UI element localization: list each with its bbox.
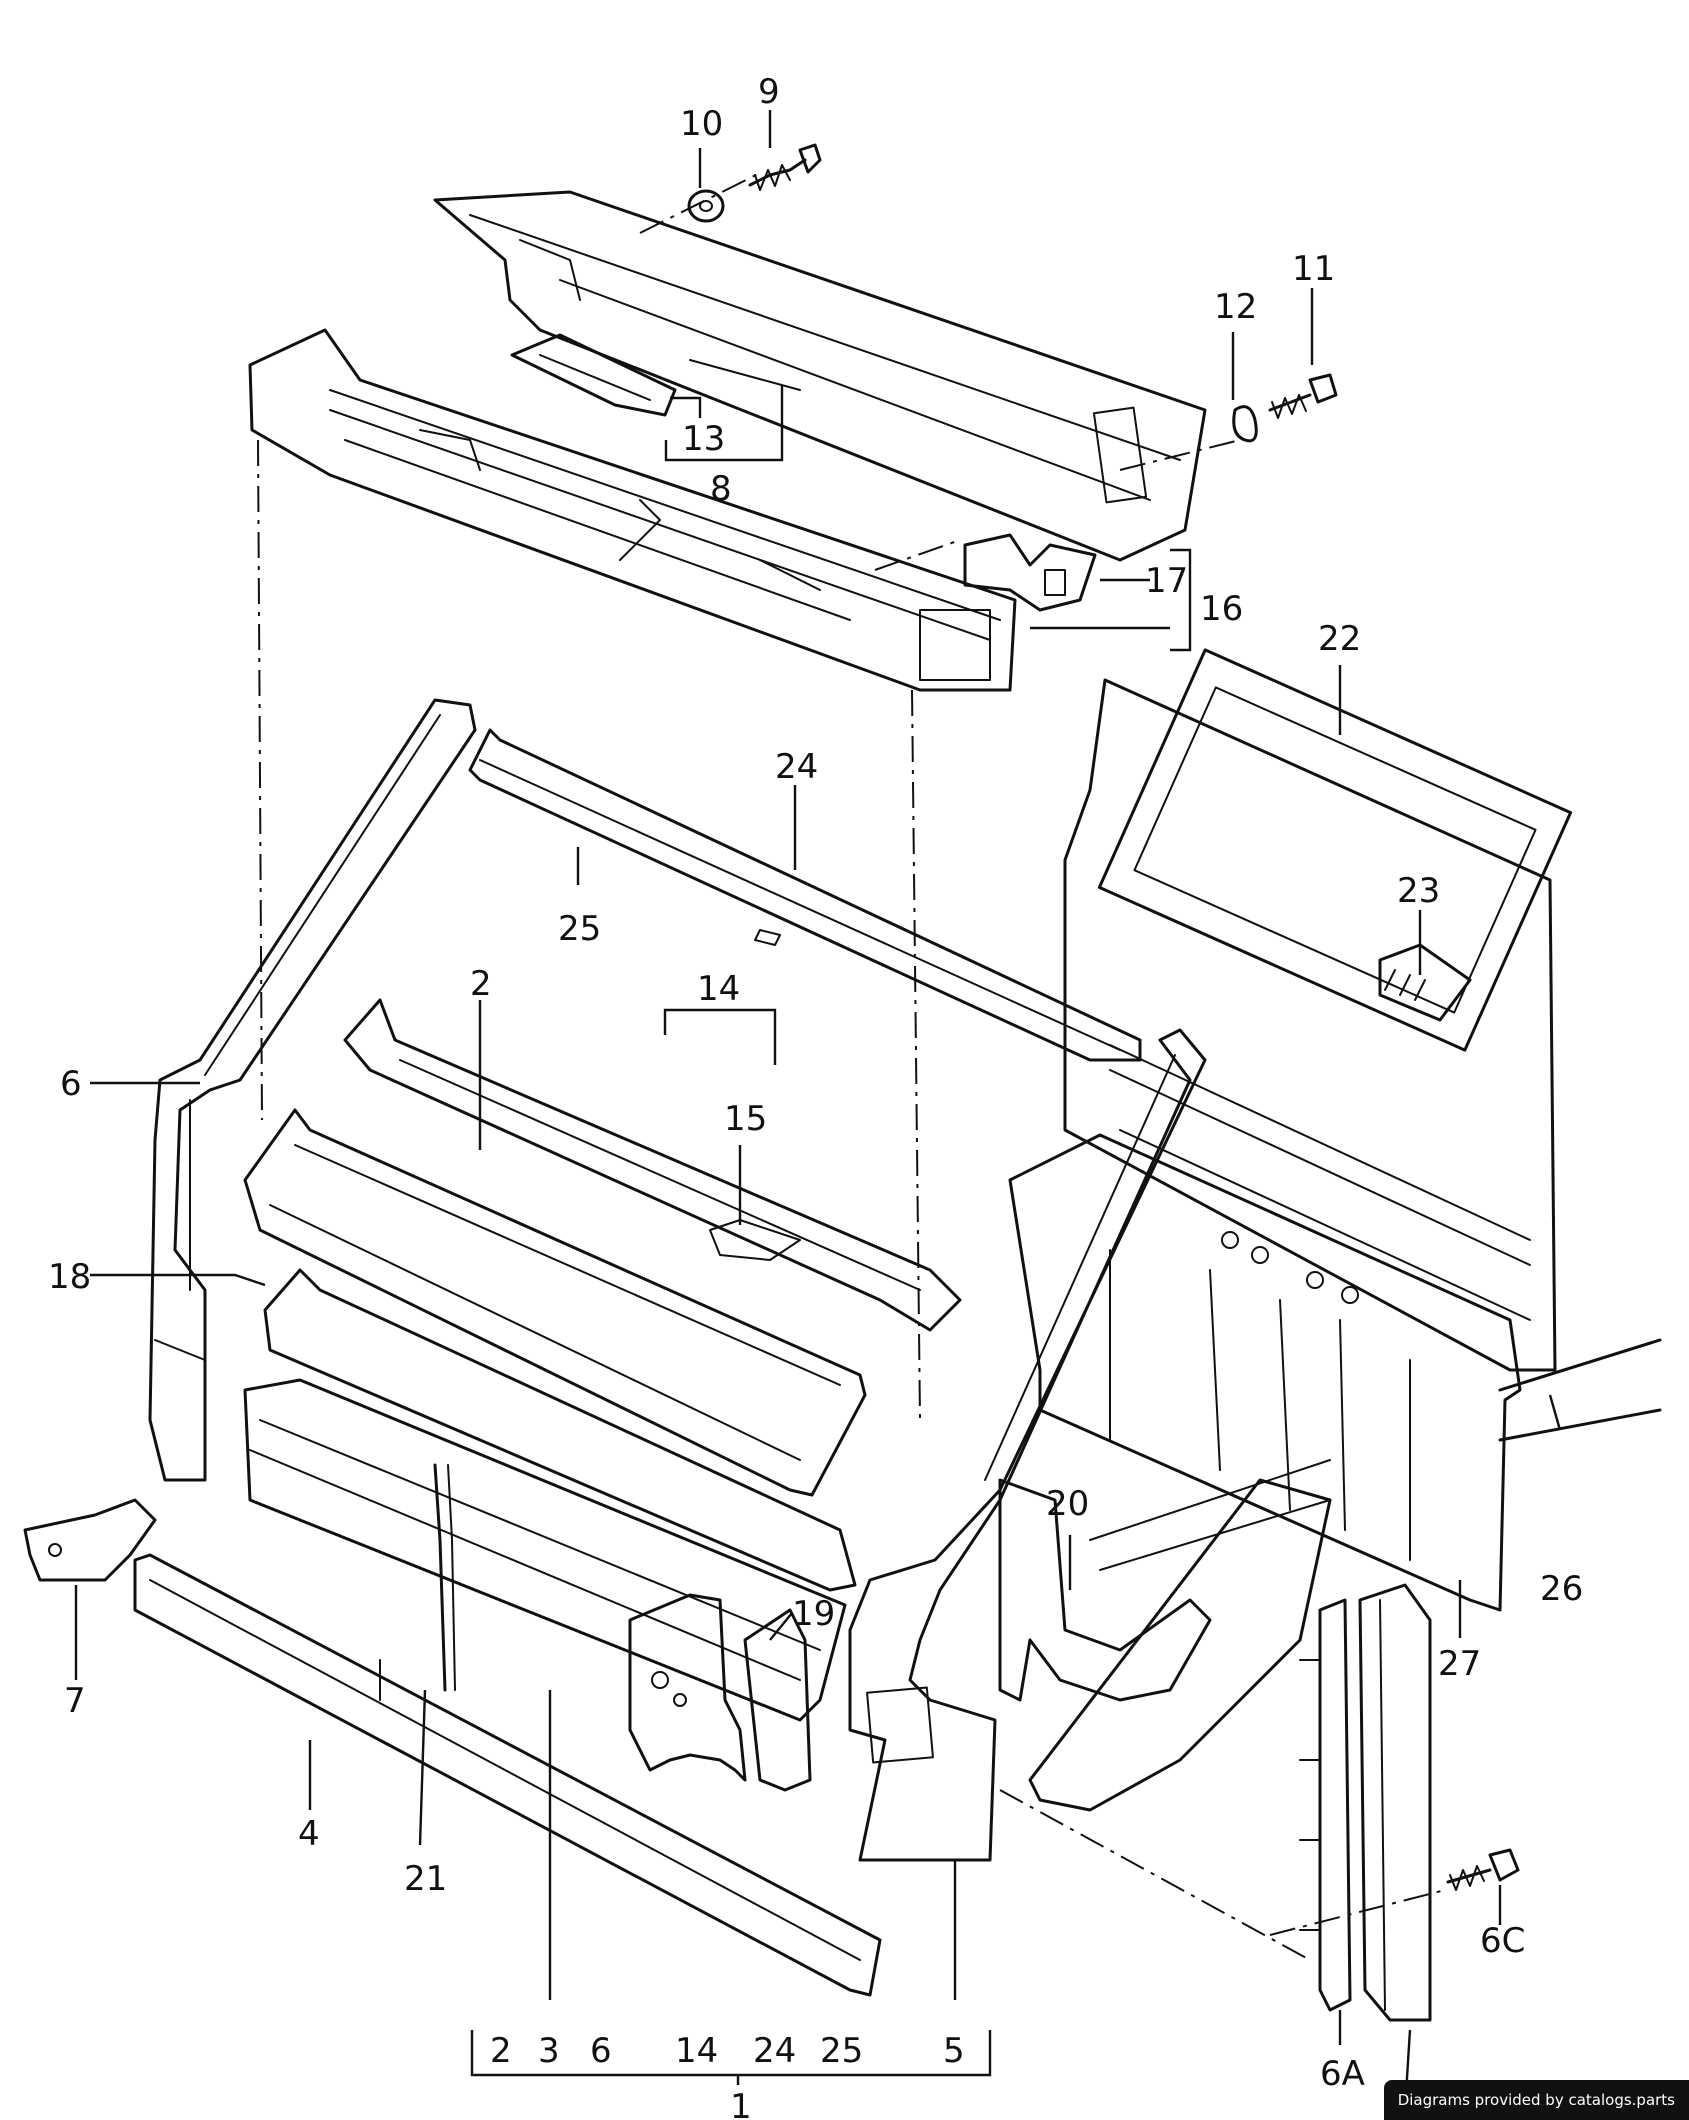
callout-20: 20 <box>1046 1484 1089 1524</box>
reinforcement-13 <box>510 333 677 417</box>
callout-23: 23 <box>1397 871 1440 911</box>
callout-1: 1 <box>730 2087 752 2120</box>
callout-10: 10 <box>680 104 723 144</box>
callout-5: 5 <box>943 2031 965 2071</box>
callout-7: 7 <box>64 1681 86 1721</box>
callout-22: 22 <box>1318 619 1361 659</box>
callout-2: 2 <box>470 964 492 1004</box>
bracket-7 <box>23 1498 157 1582</box>
callout-6A: 6A <box>1320 2054 1365 2094</box>
b-pillar-seal <box>1358 1583 1432 2022</box>
callout-4: 4 <box>298 1814 320 1854</box>
callout-17: 17 <box>1145 561 1188 601</box>
b-pillar-6A <box>1299 1598 1352 2012</box>
callout-25: 25 <box>558 909 601 949</box>
washer-10 <box>687 189 725 223</box>
callout-27: 27 <box>1438 1644 1481 1684</box>
cab-back-panel-22 <box>1063 648 1573 1372</box>
callout-18: 18 <box>48 1257 91 1297</box>
callout-8: 8 <box>710 469 732 509</box>
bracket-item: 2 <box>490 2031 512 2071</box>
callout-15: 15 <box>724 1099 767 1139</box>
leader-lines <box>74 110 1562 2111</box>
floor-panel-27 <box>1008 1133 1522 1612</box>
bolt-11 <box>1268 373 1338 419</box>
grille-panel-3 <box>243 1268 857 1722</box>
callout-21: 21 <box>404 1859 447 1899</box>
bracket-item: 24 <box>753 2031 796 2071</box>
watermark-badge: Diagrams provided by catalogs.parts <box>1383 2080 1689 2120</box>
callout-9: 9 <box>758 72 780 112</box>
callout-3: 3 <box>538 2031 560 2071</box>
bracket-item: 25 <box>820 2031 863 2071</box>
upper-crossmember <box>248 328 1017 692</box>
bracket-20 <box>998 1459 1332 1812</box>
cowl-panel-2 <box>243 1108 867 1497</box>
callout-12: 12 <box>1214 287 1257 327</box>
callout-14: 14 <box>697 969 740 1009</box>
bracket-item: 14 <box>675 2031 718 2071</box>
callout-16: 16 <box>1200 589 1243 629</box>
bolt-6C <box>1446 1848 1520 1891</box>
seal-21 <box>433 1463 456 1692</box>
callout-24: 24 <box>775 747 818 787</box>
callout-6C: 6C <box>1480 1921 1525 1961</box>
windshield-upper-24 <box>468 728 1142 1062</box>
callout-13: 13 <box>682 419 725 459</box>
a-pillar-6 <box>148 698 477 1482</box>
plenum-14 <box>343 998 962 1332</box>
a-pillar-5 <box>848 1028 1207 1862</box>
bracket-17 <box>963 533 1097 612</box>
cowl-panel-8 <box>433 190 1207 562</box>
callout-11: 11 <box>1292 249 1335 289</box>
vent-23 <box>1378 943 1472 1022</box>
bracket-1-list: 2 6 14 24 25 <box>490 2031 863 2071</box>
callouts: 9 10 11 12 13 8 17 16 22 24 25 23 2 14 1… <box>48 72 1583 2120</box>
screw-9 <box>748 143 822 191</box>
callout-6: 6 <box>60 1064 82 1104</box>
bracket-19 <box>628 1593 812 1792</box>
rail-26 <box>1498 1338 1662 1442</box>
callout-19: 19 <box>792 1594 835 1634</box>
callout-26: 26 <box>1540 1569 1583 1609</box>
bracket-item: 6 <box>590 2031 612 2071</box>
nut-12 <box>1232 405 1258 443</box>
alignment-lines <box>257 172 1446 1961</box>
lower-valance-4 <box>133 1553 882 1997</box>
